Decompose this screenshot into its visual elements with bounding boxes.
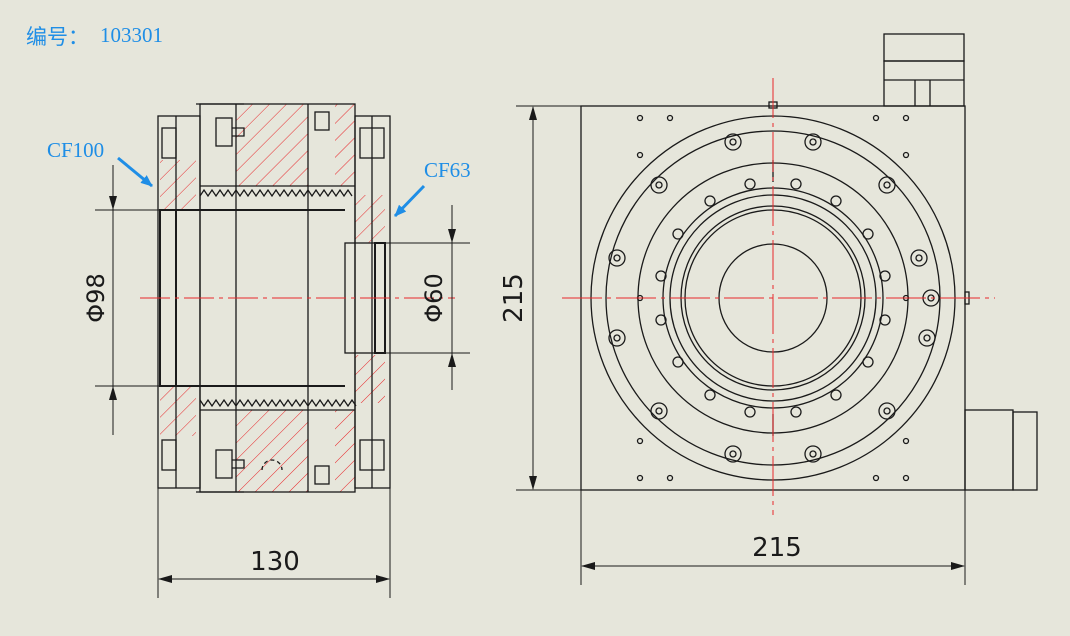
bellows-top xyxy=(199,188,353,198)
corner-holes xyxy=(636,114,910,482)
bellows-bottom xyxy=(199,398,357,408)
arrow-cf100 xyxy=(117,156,153,188)
arrow-cf63 xyxy=(393,184,426,218)
dim-width-215: 215 xyxy=(752,533,802,563)
side-dimensions xyxy=(95,165,470,598)
front-dimensions xyxy=(516,105,966,585)
header-label: 编号： xyxy=(26,25,89,49)
dim-dia-60: Φ60 xyxy=(420,273,448,322)
label-cf100: CF100 xyxy=(47,138,104,162)
dim-dia-98: Φ98 xyxy=(82,273,110,322)
front-view xyxy=(580,33,1038,491)
header-code: 103301 xyxy=(100,23,163,47)
label-cf63: CF63 xyxy=(424,158,471,182)
section-hatching xyxy=(160,104,385,492)
outer-bolt-holes xyxy=(608,133,940,463)
side-view xyxy=(157,103,391,493)
dim-height-215: 215 xyxy=(499,273,529,323)
inner-bolt-holes xyxy=(655,178,891,418)
dim-width-130: 130 xyxy=(250,547,300,577)
